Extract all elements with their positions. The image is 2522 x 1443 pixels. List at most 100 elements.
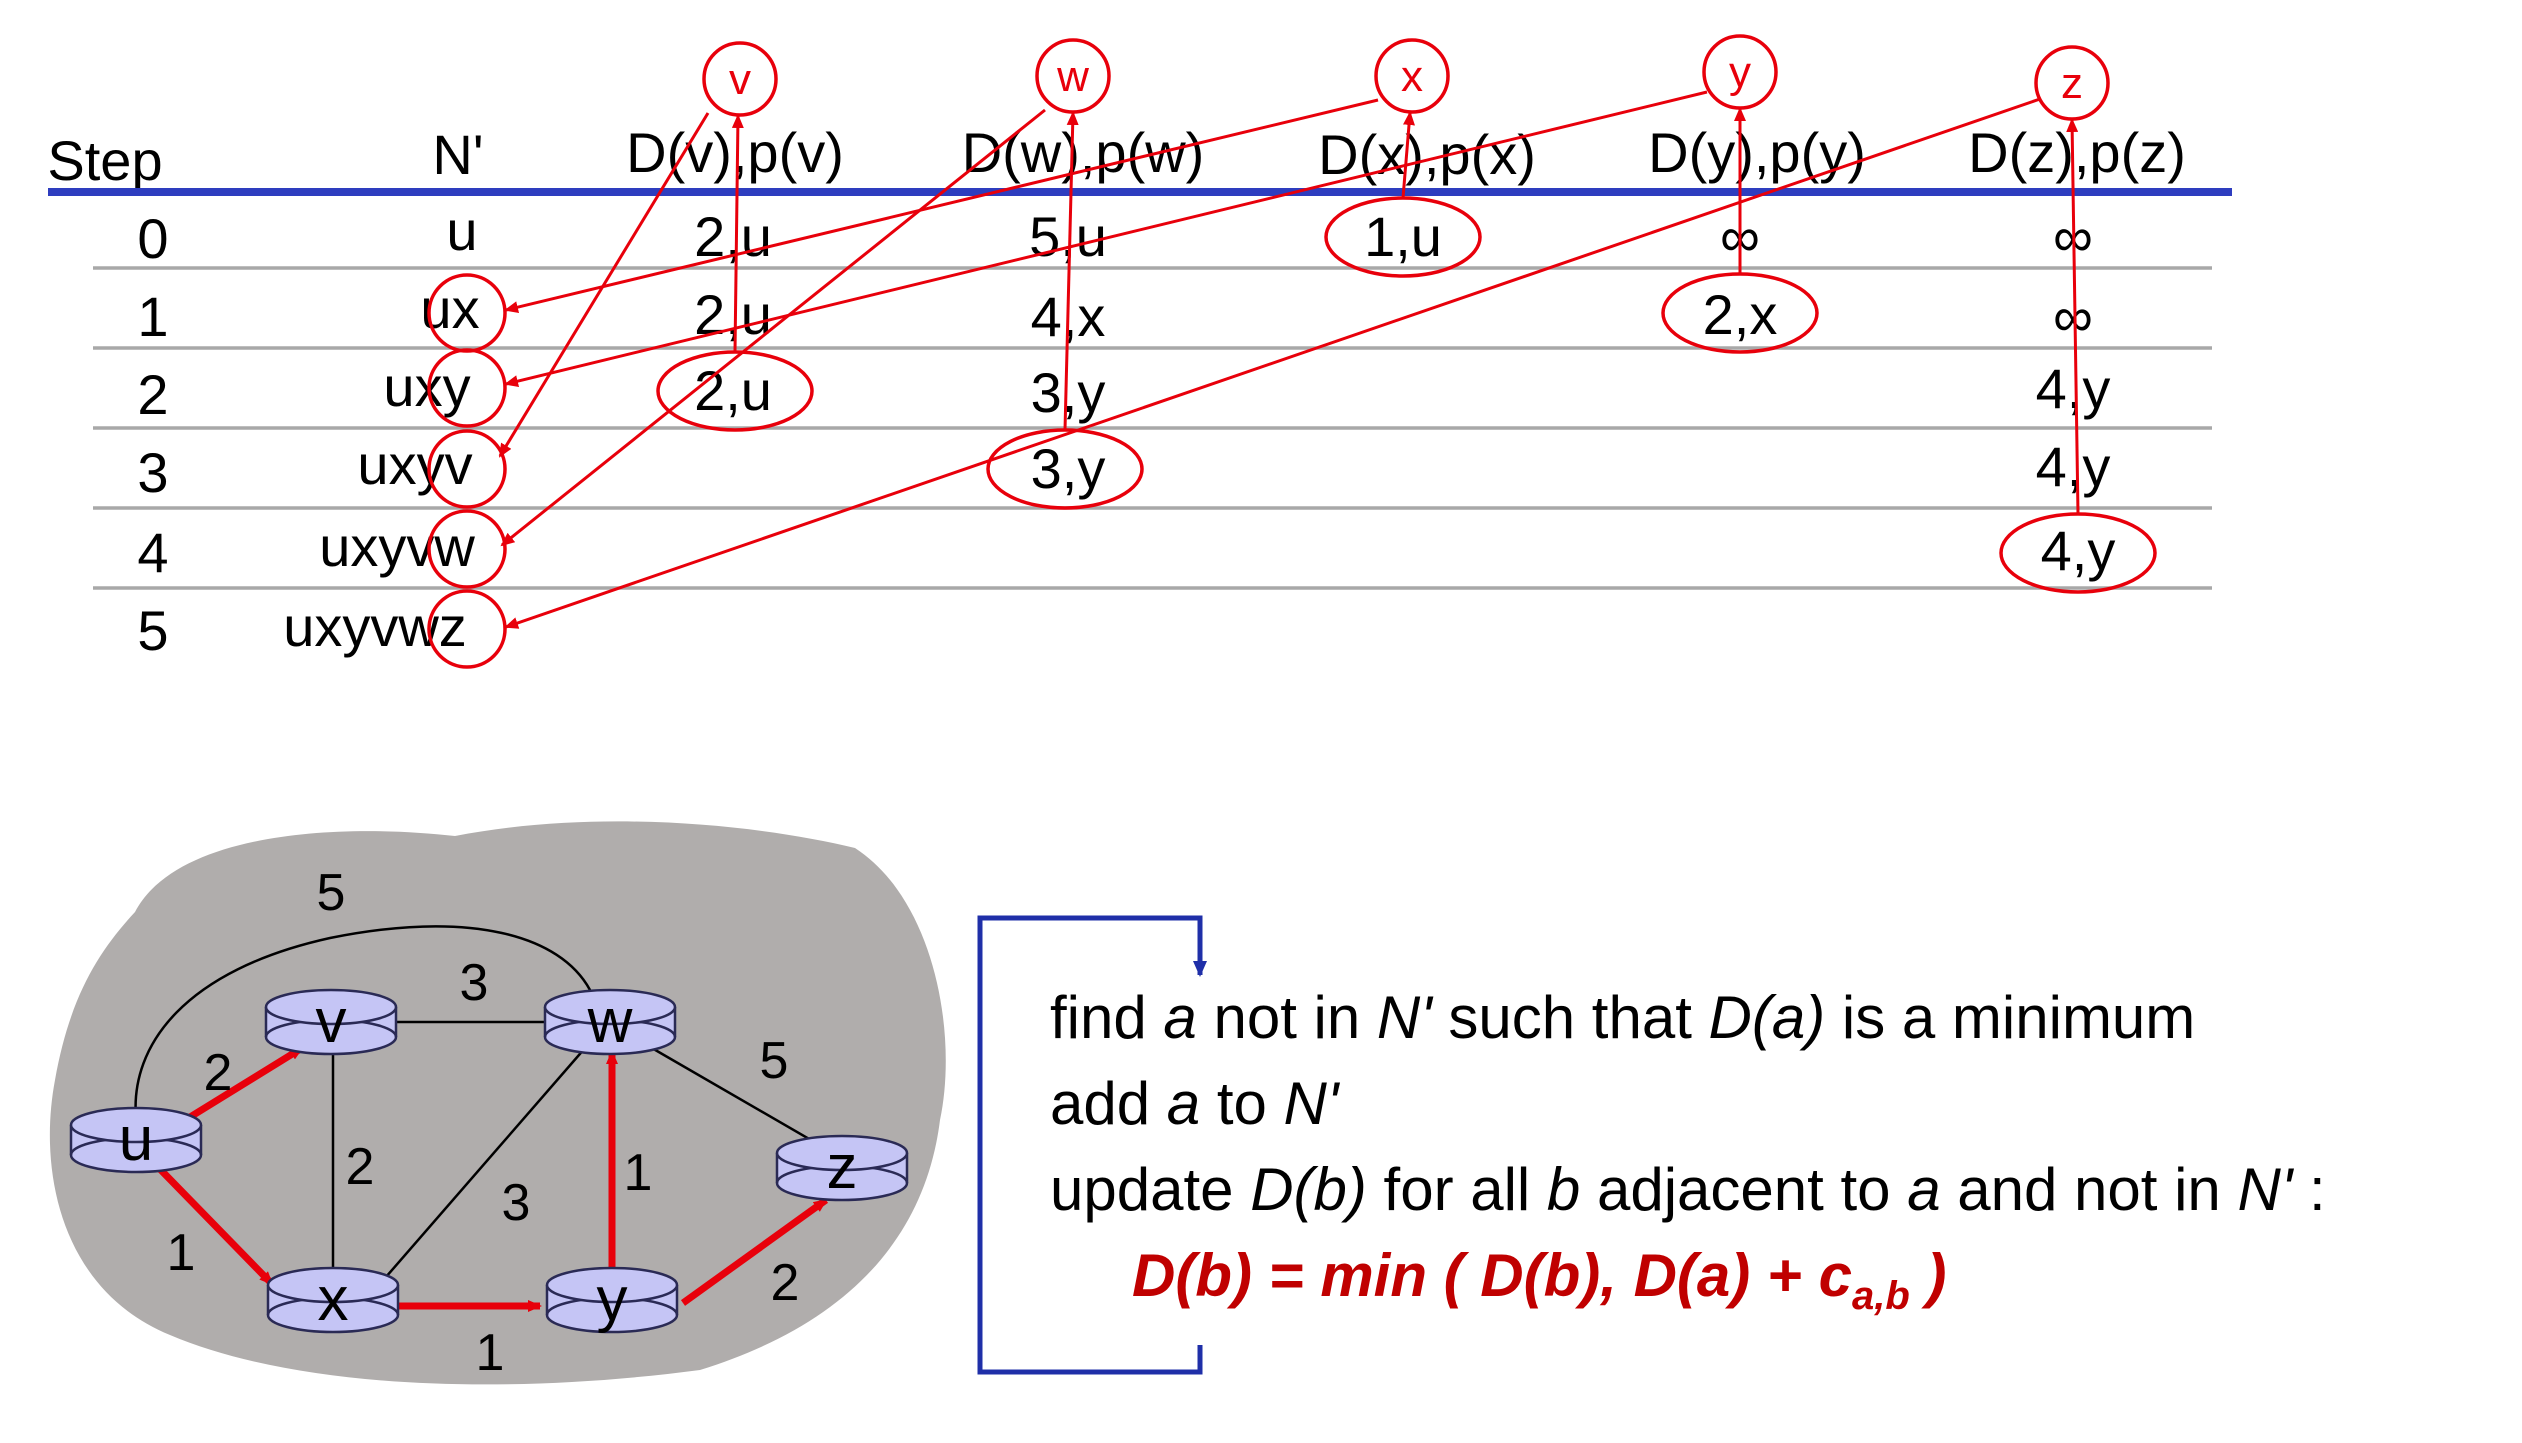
cost-u-w: 5: [317, 864, 346, 922]
header-dv: D(v),p(v): [626, 121, 844, 184]
cost-x-w: 3: [502, 1174, 531, 1232]
dy-cell: 2,x: [1703, 283, 1778, 346]
cost-u-v: 2: [204, 1044, 233, 1102]
arrow-down-v: [498, 112, 710, 458]
update-formula: D(b) = min ( D(b), D(a) + ca,b ): [1050, 1233, 2520, 1339]
text-span: :: [2292, 1156, 2326, 1223]
algorithm-line-update: update D(b) for all b adjacent to a and …: [1050, 1147, 2520, 1233]
cost-x-y: 1: [476, 1324, 505, 1382]
tag-z: z: [2034, 45, 2110, 121]
router-v: v: [264, 987, 398, 1056]
var-nprime: N': [2237, 1156, 2293, 1223]
edge-y-z: [680, 1197, 829, 1306]
var-db: D(b): [1250, 1156, 1367, 1223]
table-row: 5 uxyvwz: [137, 595, 466, 662]
header-nprime: N': [432, 123, 483, 186]
router-z-label: z: [827, 1133, 858, 1202]
router-w-label: w: [587, 987, 633, 1056]
loop-arrow: [977, 915, 1207, 1375]
cost-v-w: 3: [460, 954, 489, 1012]
dv-cell: 2,u: [694, 205, 772, 268]
selected-node-y: [427, 348, 507, 428]
cost-u-x: 1: [167, 1224, 196, 1282]
table-row: 4 uxyvw 4,y: [137, 515, 2115, 584]
arrow-up-w: [1063, 111, 1079, 431]
step-cell: 3: [137, 441, 168, 504]
dx-cell: 1,u: [1364, 205, 1442, 268]
header-step: Step: [47, 129, 162, 192]
var-b: b: [1546, 1156, 1581, 1223]
tag-x-label: x: [1401, 52, 1423, 101]
dz-cell: ∞: [2053, 285, 2093, 348]
edge-u-v: [180, 1045, 304, 1125]
router-x: x: [266, 1265, 400, 1334]
dz-cell: 4,y: [2036, 435, 2111, 498]
header-dx: D(x),p(x): [1318, 123, 1536, 186]
formula-end: ): [1909, 1242, 1947, 1309]
table-row: 2 uxy 2,u 3,y 4,y: [137, 355, 2110, 426]
arrow-down-x: [504, 98, 1379, 314]
tag-y-label: y: [1729, 48, 1751, 97]
tag-y: y: [1702, 34, 1778, 110]
node-tags: v w x y z: [702, 34, 2110, 121]
tag-w-label: w: [1056, 52, 1089, 101]
selected-node-z: [427, 589, 507, 669]
router-w: w: [543, 987, 677, 1056]
text-span: such that: [1431, 984, 1709, 1051]
var-a: a: [1907, 1156, 1941, 1223]
nprime-cell: uxy: [383, 355, 470, 418]
router-u-label: u: [119, 1105, 153, 1174]
step-cell: 1: [137, 285, 168, 348]
table-row: 3 uxyv 3,y 4,y: [137, 433, 2110, 504]
tag-z-label: z: [2061, 59, 2083, 108]
algorithm-line-find: find a not in N' such that D(a) is a min…: [1050, 975, 2520, 1061]
table-header: Step N' D(v),p(v) D(w),p(w) D(x),p(x) D(…: [47, 121, 2185, 192]
router-u: u: [69, 1105, 203, 1174]
graph-edges: [134, 925, 843, 1312]
selection-arrows: [498, 90, 2080, 629]
tag-v: v: [702, 41, 778, 117]
edge-x-w: [378, 1039, 593, 1286]
header-dy: D(y),p(y): [1648, 121, 1866, 184]
formula-subscript: a,b: [1852, 1274, 1910, 1318]
network-cloud: [49, 821, 946, 1385]
dw-cell: 3,y: [1031, 361, 1106, 424]
step-cell: 4: [137, 521, 168, 584]
dv-cell: 2,u: [694, 359, 772, 422]
nprime-cell: uxyvw: [319, 515, 475, 578]
formula-main: D(b) = min ( D(b), D(a) + c: [1132, 1242, 1852, 1309]
var-da: D(a): [1708, 984, 1826, 1051]
tag-w: w: [1035, 38, 1111, 114]
step-cell: 0: [137, 207, 168, 270]
algorithm-text: find a not in N' such that D(a) is a min…: [1050, 975, 2520, 1339]
dw-cell: 3,y: [1031, 437, 1106, 500]
header-dw: D(w),p(w): [962, 121, 1205, 184]
text-span: to: [1200, 1070, 1284, 1137]
arrow-down-w: [500, 108, 1046, 547]
text-span: update: [1050, 1156, 1251, 1223]
dz-cell: 4,y: [2041, 519, 2116, 582]
cost-y-w: 1: [624, 1144, 653, 1202]
var-nprime: N': [1376, 984, 1432, 1051]
step-cell: 5: [137, 599, 168, 662]
selected-node-v: [427, 429, 507, 509]
nprime-cell: uxyv: [357, 433, 472, 496]
network-graph: 5 3 5 2 2 3 1 1 1 2 u v: [49, 821, 946, 1385]
cost-y-z: 2: [771, 1254, 800, 1312]
text-span: not in: [1196, 984, 1377, 1051]
var-nprime: N': [1283, 1070, 1339, 1137]
text-span: for all: [1366, 1156, 1547, 1223]
loop-bracket: [977, 915, 1207, 1375]
text-span: add: [1050, 1070, 1167, 1137]
arrow-down-z: [504, 97, 2041, 629]
arrow-up-v: [731, 114, 744, 353]
edge-u-x: [153, 1162, 275, 1287]
router-y-label: y: [597, 1265, 628, 1334]
router-x-label: x: [318, 1265, 349, 1334]
edge-costs: 5 3 5 2 2 3 1 1 1 2: [167, 864, 800, 1382]
text-span: is a minimum: [1825, 984, 2196, 1051]
router-y: y: [545, 1265, 679, 1334]
var-a: a: [1163, 984, 1197, 1051]
